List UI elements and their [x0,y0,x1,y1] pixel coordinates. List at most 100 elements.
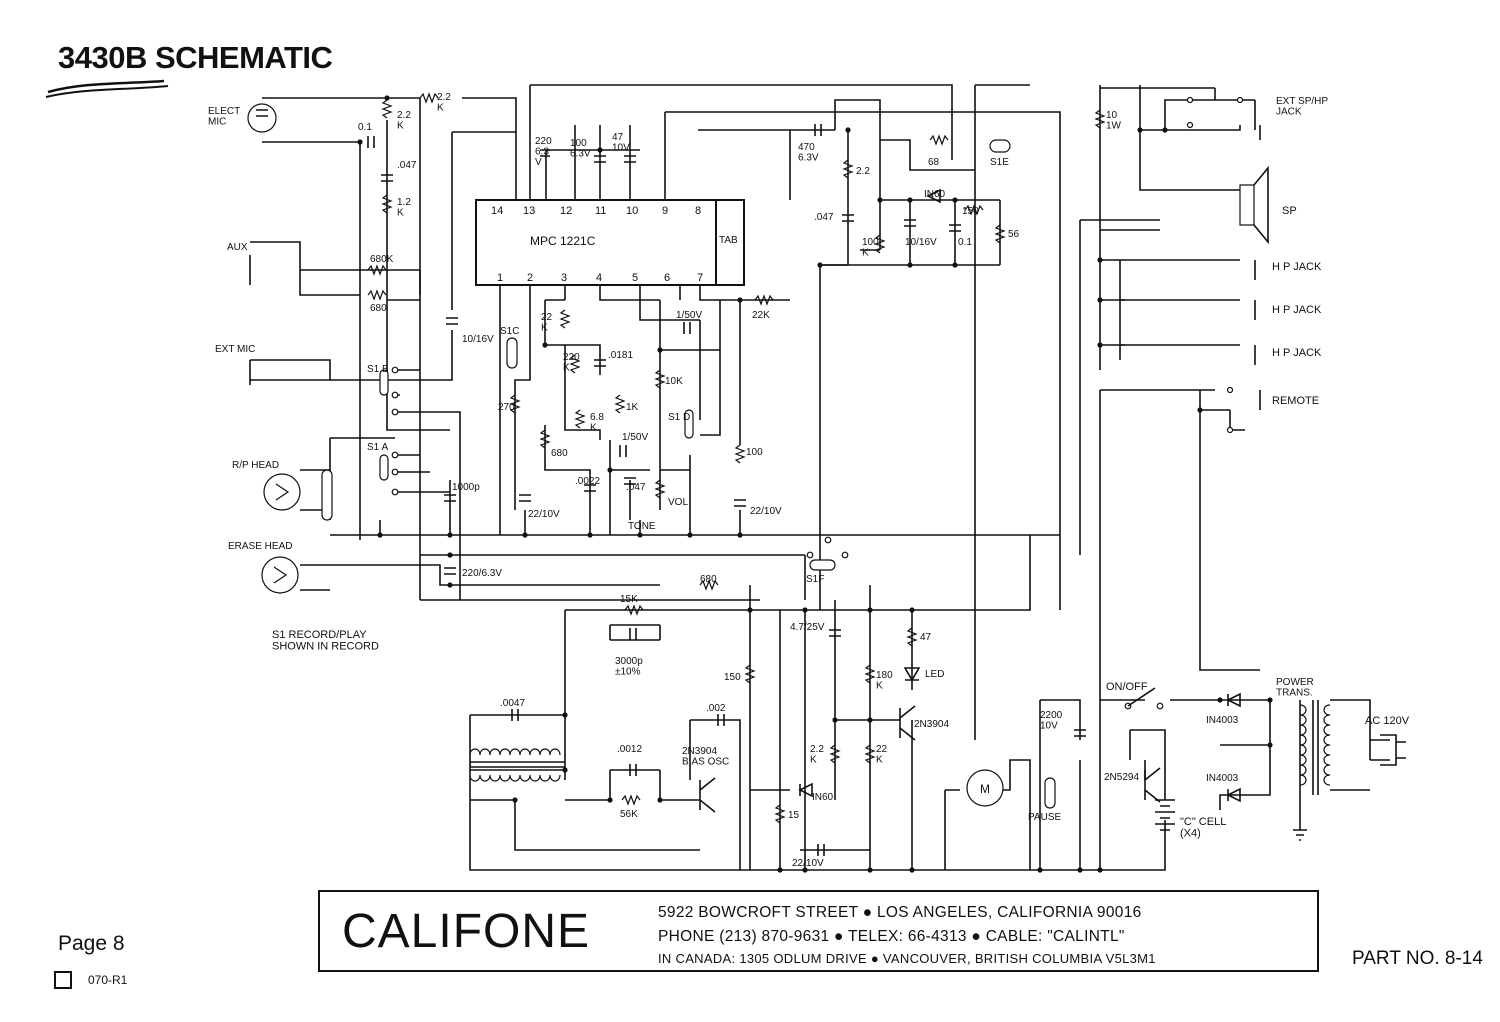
output-transformer [469,748,565,782]
label-hp-jack-1: H P JACK [1272,261,1322,273]
ic-pin-13: 13 [523,205,535,217]
ic-pin-14: 14 [491,205,503,217]
erase-head-symbol [261,556,299,594]
label-aux: AUX [227,242,248,253]
part-number: PART NO. 8-14 [1352,948,1483,969]
company-footer: CALIFONE 5922 BOWCROFT STREET ● LOS ANGE… [318,890,1319,972]
c-002: .002 [706,703,726,714]
d-in60-b: IN60 [812,792,834,803]
r-2-2: 2.2 [856,166,870,177]
label-c-cell: "C" CELL(X4) [1180,816,1226,840]
label-rp-head: R/P HEAD [232,460,279,471]
ic-mpc1221c: MPC 1221C TAB 14 13 12 11 10 9 8 1 2 3 4… [475,199,745,286]
ic-pin-7: 7 [697,272,703,284]
s1b: S1 B [367,364,389,375]
capacitors [367,124,1086,856]
label-vol: VOL [668,497,688,508]
c-22-10c: 22/10V [792,858,824,869]
r-150b: 150 [724,672,741,683]
document-icon [54,971,72,989]
s1d: S1 D [668,412,690,423]
motor-symbol [966,769,1004,807]
d-in4003-b: IN4003 [1206,773,1239,784]
address-line-3: IN CANADA: 1305 ODLUM DRIVE ● VANCOUVER,… [658,951,1156,966]
r-100: 100 [746,447,763,458]
transformer-symbol [1293,700,1331,841]
s1e: S1E [990,157,1009,168]
ic-pin-11: 11 [595,205,606,217]
label-motor: M [980,782,990,796]
label-sp: SP [1282,205,1297,217]
r-10k: 10K [665,376,683,387]
label-hp-jack-2: H P JACK [1272,304,1322,316]
junctions [357,95,1273,873]
diodes [798,188,1241,803]
c-4-7-25v: 4.7/25V [790,622,825,633]
c-22-10b: 22/10V [750,506,782,517]
r-680c: 680 [700,574,717,585]
r-680: 680 [370,303,387,314]
speaker-symbol [1239,165,1269,245]
page-title: 3430B SCHEMATIC [58,40,333,75]
document-code: 070-R1 [88,973,128,987]
ic-pin-4: 4 [596,272,602,284]
resistors [367,92,1106,824]
label-remote: REMOTE [1272,395,1319,407]
r-680b: 680 [551,448,568,459]
c-10-16v: 10/16V [462,334,494,345]
ic-pin-9: 9 [662,205,668,217]
label-pause: PAUSE [1028,812,1061,823]
c-1000p: 1000p [452,482,480,493]
c-0047: .0047 [500,698,525,709]
label-ext-mic: EXT MIC [215,344,255,355]
ic-pin-5: 5 [632,272,638,284]
address-line-2: PHONE (213) 870-9631 ● TELEX: 66-4313 ● … [658,928,1125,945]
label-led: LED [925,669,944,680]
r-22k-b: 22K [752,310,770,321]
rp-head-symbol [263,469,333,521]
label-tone: TONE [628,521,656,532]
title-underline [45,79,169,98]
c-10-16b: 10/16V [905,237,937,248]
r-150: 150 [962,206,979,217]
label-hp-jack-3: H P JACK [1272,347,1322,359]
brand-logo: CALIFONE [342,905,591,958]
d-in60-a: IN60 [924,189,946,200]
c-0012: .0012 [617,744,642,755]
ic-tab: TAB [719,235,738,246]
c-1-50v-b: 1/50V [676,310,702,321]
r-15: 15 [788,810,800,821]
c-220-63b: 220/6.3V [462,568,502,579]
r-56k: 56K [620,809,638,820]
ic-pin-3: 3 [561,272,567,284]
c-0181: .0181 [608,350,633,361]
ic-pin-12: 12 [560,205,572,217]
ic-pin-6: 6 [664,272,670,284]
ic-pin-2: 2 [527,272,533,284]
r-1k: 1K [626,402,639,413]
r-15k: 15K [620,594,638,605]
r-270: 270 [498,402,515,413]
ic-name: MPC 1221C [530,234,596,248]
c-047-a: .047 [397,160,417,171]
label-ac: AC 120V [1365,715,1410,727]
